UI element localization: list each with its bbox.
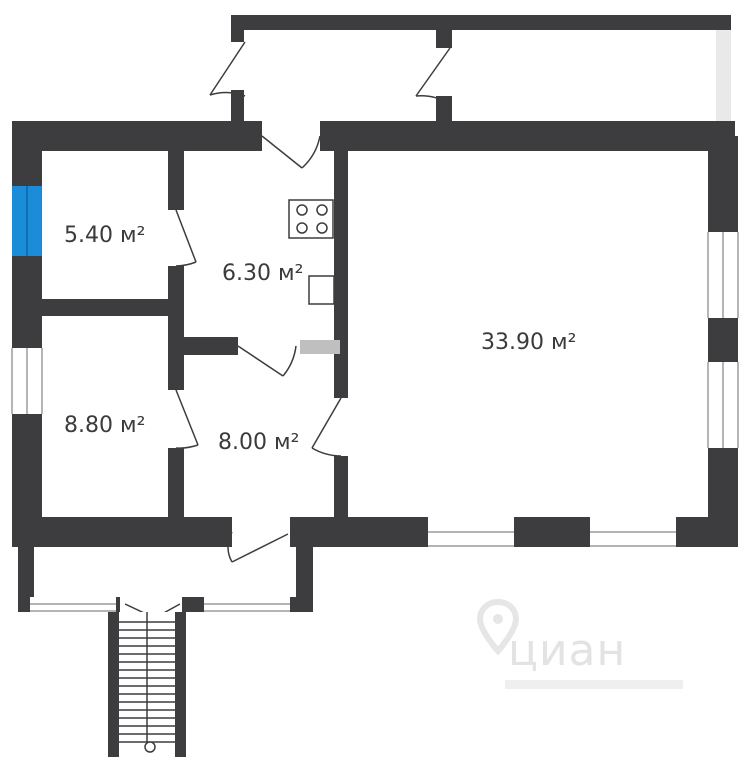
watermark-subline [505,680,683,689]
window [707,232,739,318]
staircase-icon [108,612,186,757]
room-label-kitchen: 6.30 м² [222,261,303,286]
window [11,348,43,414]
window [590,517,676,547]
room-small-left-floor [42,151,168,299]
watermark: циан [476,598,683,689]
room-kitchen-floor [184,151,334,337]
stove-icon [288,199,334,239]
room-labels: 5.40 м² 6.30 м² 33.90 м² 8.80 м² 8.00 м² [64,223,576,455]
location-pin-icon [476,598,520,656]
room-floors [42,151,708,517]
window-highlighted [12,186,42,256]
window [428,517,514,547]
upper-storage [231,15,731,136]
room-label-hall: 8.00 м² [218,430,299,455]
room-hall-floor [184,355,334,517]
door [175,389,199,449]
room-label-small-left: 5.40 м² [64,223,145,248]
room-label-main: 33.90 м² [481,330,576,355]
door [415,47,451,105]
door [311,397,342,457]
door [209,41,246,97]
watermark-brand: циан [508,625,626,676]
windows [11,186,739,547]
window [707,362,739,448]
door [261,135,321,169]
door [227,531,289,563]
sink-icon [308,275,335,305]
door [237,345,297,377]
room-label-bottom-left: 8.80 м² [64,413,145,438]
room-main-floor [348,151,708,517]
room-bottom-left-floor [42,316,168,517]
door [175,209,197,267]
